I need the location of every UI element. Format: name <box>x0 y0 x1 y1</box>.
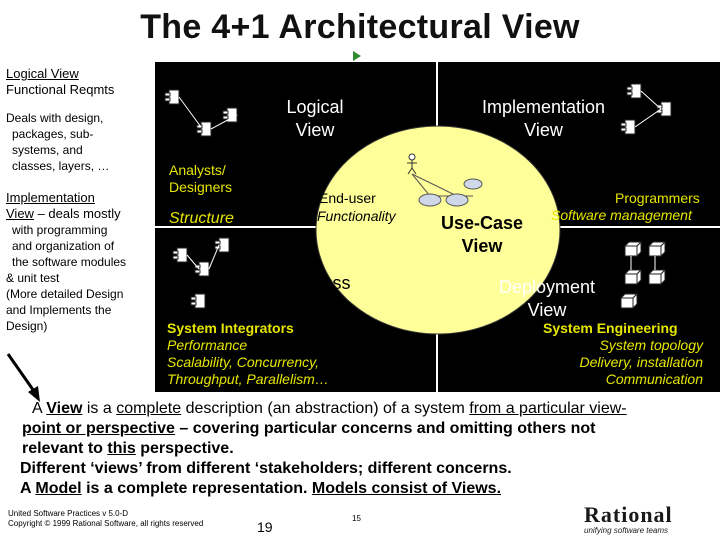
logical-view-subheading: Functional Reqmts <box>6 82 115 97</box>
desc-line: packages, sub- <box>12 127 94 141</box>
concern-line: Scalability, Concurrency, <box>167 354 319 370</box>
usecase-bubble-icon <box>463 178 483 190</box>
concern-line: System topology <box>599 337 704 353</box>
label-line: Implementation <box>481 97 606 117</box>
implementation-view-label: Implementation View <box>461 96 626 142</box>
programmers-label: Programmers <box>615 190 700 206</box>
desc-line: and Implements the <box>6 303 112 317</box>
desc-line: classes, layers, … <box>12 159 110 173</box>
page-number-small: 15 <box>352 514 361 523</box>
definition-line: A View is a complete description (an abs… <box>10 399 715 419</box>
analysts-designers-label: Analysts/ Designers <box>169 162 279 196</box>
system-engineering-concerns: System topology Delivery, installation C… <box>515 337 703 388</box>
deployment-view-label: Deployment View <box>477 276 617 322</box>
implementation-view-heading: Implementation View – deals mostly <box>6 190 154 222</box>
text-run: description (an abstraction) of a system <box>181 400 470 417</box>
software-management-label: Software management <box>551 207 692 223</box>
play-marker-icon[interactable] <box>353 51 361 61</box>
term-complete: complete <box>116 400 182 417</box>
definition-line: point or perspective – covering particul… <box>10 419 715 439</box>
impl-heading-line1: Implementation <box>6 190 95 205</box>
impl-heading-view: View <box>6 206 34 221</box>
term-view: View <box>46 400 83 417</box>
term-from: from a particular view- <box>469 400 627 417</box>
desc-line: & unit test <box>6 271 60 285</box>
footer-line: Copyright © 1999 Rational Software, all … <box>8 519 204 528</box>
impl-heading-line2: View – deals mostly <box>6 206 154 222</box>
usecase-bubble-icon <box>445 193 469 207</box>
node-icon <box>647 240 667 258</box>
term-models: Models consist of Views. <box>311 480 502 497</box>
component-icons <box>164 83 672 310</box>
text-run: A <box>32 400 47 417</box>
label-line: Process <box>285 273 351 293</box>
package-icon <box>190 293 206 309</box>
concern-line: Communication <box>605 371 703 387</box>
node-icon <box>623 240 643 258</box>
text-run: relevant to <box>22 440 108 457</box>
desc-line: with programming <box>12 223 108 237</box>
rational-logo: Rational unifying software teams <box>584 502 716 536</box>
page-number: 19 <box>257 519 273 535</box>
node-icon <box>619 292 639 310</box>
desc-line: systems, and <box>12 143 83 157</box>
text-run: – covering particular concerns and omitt… <box>174 420 596 437</box>
usecase-ellipse <box>315 125 561 335</box>
label-line: View <box>461 236 503 256</box>
logo-tagline: unifying software teams <box>584 526 669 535</box>
term-this: this <box>107 440 136 457</box>
sidebar: Logical View Functional Reqmts Deals wit… <box>6 66 154 334</box>
structure-label: Structure <box>169 210 234 227</box>
actor-icon <box>407 153 417 175</box>
label-line: Use-Case <box>440 213 524 233</box>
desc-line: (More detailed Design <box>6 287 124 301</box>
definition-line: Different ‘views’ from different ‘stakeh… <box>20 460 512 477</box>
term-point: point or perspective <box>22 420 175 437</box>
label-line: View <box>295 120 335 140</box>
logical-view-description: Deals with design, packages, sub- system… <box>6 110 154 174</box>
pointer-arrow-icon <box>6 353 40 402</box>
label-line: Analysts/ <box>169 162 226 178</box>
label-line: View <box>527 300 567 320</box>
impl-heading-rest: – deals mostly <box>33 206 121 221</box>
text-run: is a complete representation. <box>81 480 312 497</box>
term-model: Model <box>35 480 82 497</box>
usecase-view-label: Use-Case View <box>437 212 527 258</box>
definition-line: A Model is a complete representation. Mo… <box>10 479 715 499</box>
node-icon <box>647 268 667 286</box>
label-line: View <box>298 296 338 316</box>
concern-line: Delivery, installation <box>579 354 703 370</box>
definition-line: relevant to this perspective. <box>10 439 715 459</box>
implementation-view-description: with programming and organization of the… <box>6 222 154 334</box>
footer-line: United Software Practices v 5.0-D <box>8 509 129 518</box>
logical-view-heading: Logical View <box>6 66 79 81</box>
label-line: Logical <box>286 97 344 117</box>
system-integrators-concerns: Performance Scalability, Concurrency, Th… <box>167 337 329 388</box>
label-line: Designers <box>169 179 233 195</box>
system-integrators-label: System Integrators <box>167 320 294 336</box>
logical-view-label: Logical View <box>265 96 365 142</box>
functionality-label: Functionality <box>317 208 396 224</box>
desc-line: and organization of <box>12 239 115 253</box>
enduser-label: End-user <box>319 190 376 206</box>
label-line: Deployment <box>498 277 596 297</box>
text-run: is a <box>82 400 117 417</box>
desc-line: Deals with design, <box>6 111 104 125</box>
concern-line: Performance <box>167 337 248 353</box>
logo-word: Rational <box>584 502 673 527</box>
label-line: View <box>524 120 563 140</box>
process-view-label: Process View <box>268 272 368 318</box>
system-engineering-label: System Engineering <box>543 320 678 336</box>
text-run: A <box>20 480 36 497</box>
slide-title: The 4+1 Architectural View <box>140 8 580 46</box>
desc-line: the software modules <box>12 255 127 269</box>
desc-line: Design) <box>6 319 48 333</box>
usecase-bubble-icon <box>418 193 442 207</box>
copyright-footer: United Software Practices v 5.0-D Copyri… <box>8 509 203 529</box>
text-run: perspective. <box>135 440 234 457</box>
architecture-diagram: Logical View Implementation View Process… <box>155 62 720 392</box>
definition-text: A View is a complete description (an abs… <box>10 399 715 499</box>
concern-line: Throughput, Parallelism… <box>167 371 329 387</box>
node-icon <box>623 268 643 286</box>
